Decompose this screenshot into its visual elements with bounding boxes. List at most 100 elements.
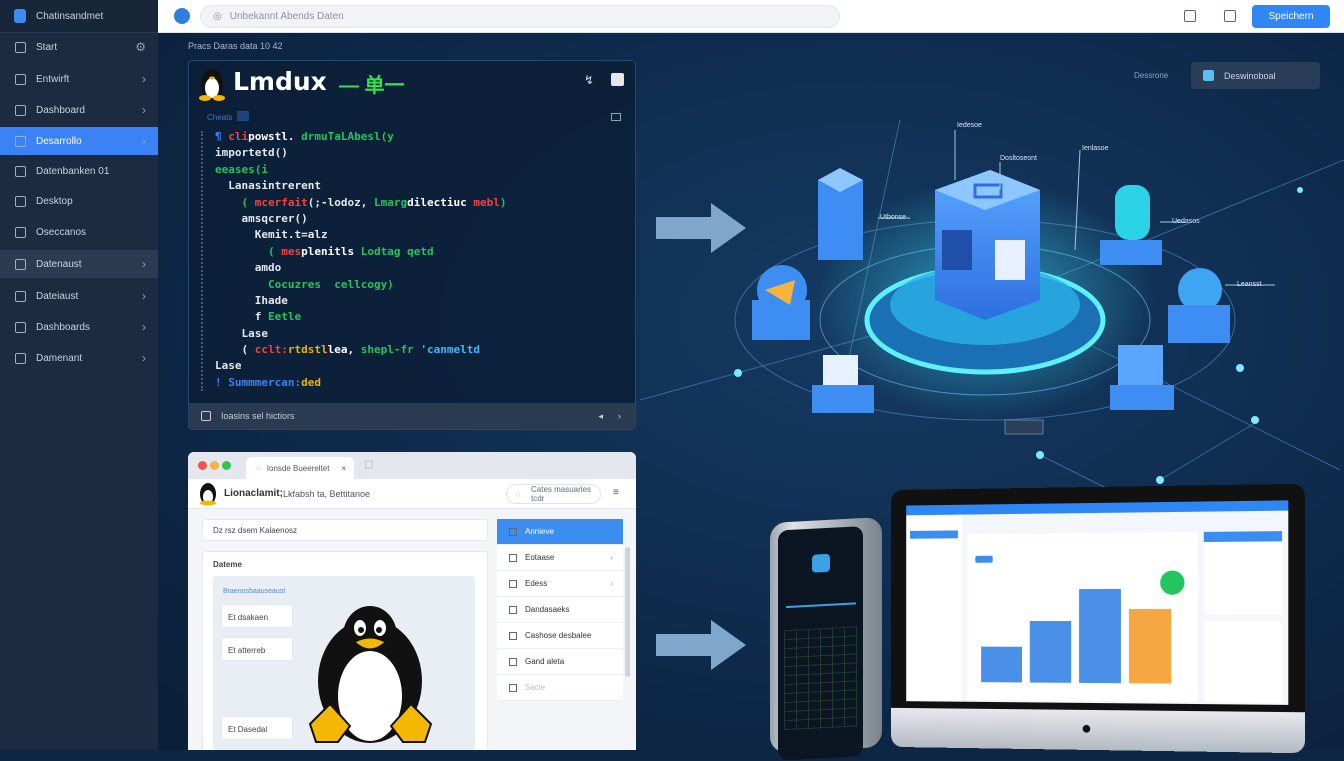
- menu-item[interactable]: Eotaase›: [497, 545, 623, 571]
- preview-area: Braenosbaauseaust Et dsakaen Et atterreb…: [213, 576, 475, 750]
- code-token: ): [499, 195, 507, 209]
- next-icon[interactable]: ›: [618, 411, 621, 421]
- code-token: (: [215, 343, 255, 357]
- app-search-input[interactable]: ◌Cates masuaries tcdr: [506, 484, 601, 504]
- file-icon[interactable]: [611, 73, 624, 86]
- diagram-button[interactable]: Deswinoboal: [1191, 62, 1320, 89]
- code-line: Kemit.t=alz: [215, 227, 506, 243]
- chevron-right-icon: ›: [142, 134, 146, 148]
- tab-new[interactable]: [237, 111, 249, 121]
- code-line: ( mesplenitls Lodtag qetd: [215, 244, 506, 260]
- search-input[interactable]: ◎Unbekannt Abends Daten: [200, 5, 840, 28]
- menu-icon: [509, 553, 517, 562]
- app-window: ◌Ionsde Bueereltet× ▢ Lionaclamit; Lkfab…: [188, 452, 636, 750]
- sidebar-item-label: Desktop: [36, 195, 73, 207]
- menu-item[interactable]: Cashose desbalee: [497, 623, 623, 649]
- chevron-right-icon: ›: [142, 72, 146, 86]
- code-footer: Ioasins sel hictiors◂›: [189, 403, 635, 429]
- sidebar-item-label: Entwirft: [36, 73, 70, 85]
- primary-button[interactable]: Speichern: [1252, 5, 1330, 28]
- sidebar-item[interactable]: Dashboard›: [0, 96, 158, 124]
- code-token: (: [215, 244, 282, 258]
- diagram-label: Utbonse: [880, 214, 907, 221]
- code-token: Cocuzres cellcogy): [215, 277, 394, 291]
- code-line: ! Summmercan:ded: [215, 375, 506, 391]
- sidebar-item[interactable]: Desarrollo›: [0, 127, 158, 155]
- code-token: 'canmeltd: [420, 343, 480, 357]
- browser-tab[interactable]: ◌Ionsde Bueereltet×: [246, 457, 354, 479]
- diagram-label: Iedesoe: [957, 122, 982, 129]
- chevron-right-icon: ›: [610, 553, 613, 562]
- menu-icon: [509, 631, 517, 640]
- diagram-top-label: Dessrone: [1134, 71, 1169, 80]
- stack-icon[interactable]: [1224, 10, 1236, 22]
- sidebar-item[interactable]: Entwirft ›: [0, 65, 158, 93]
- menu-item[interactable]: Sacle: [497, 675, 623, 701]
- browser-logo-icon: [174, 8, 190, 24]
- phone-chart-grid: [784, 626, 858, 731]
- sidebar-item[interactable]: Damenant›: [0, 344, 158, 372]
- sidebar-item[interactable]: Start⚙: [0, 33, 158, 61]
- tab-icon: ◌: [256, 463, 261, 473]
- input-box[interactable]: Et atterreb: [221, 637, 293, 661]
- cloud-icon: [1203, 70, 1214, 81]
- close-tab-icon[interactable]: ×: [341, 463, 346, 473]
- code-token: Lmarg: [373, 195, 408, 209]
- menu-item[interactable]: Dandasaeks: [497, 597, 623, 623]
- close-window-button[interactable]: [198, 461, 207, 470]
- sidebar-item-label: Datenaust: [36, 258, 82, 270]
- code-token: amdo: [215, 261, 282, 275]
- tux-logo-icon: [199, 69, 225, 101]
- sidebar-item[interactable]: Datenbanken 01: [0, 157, 158, 185]
- minimize-window-button[interactable]: [210, 461, 219, 470]
- maximize-window-button[interactable]: [222, 461, 231, 470]
- image-icon: [15, 104, 26, 116]
- input-box[interactable]: Et dsakaen: [221, 604, 293, 628]
- monitor-list-card: [1203, 621, 1283, 703]
- code-line: amdo: [215, 260, 506, 276]
- phone-screen: [778, 526, 863, 761]
- monitor-screen: [906, 500, 1289, 705]
- monitor-titlebar: [906, 500, 1289, 516]
- tab-cheats[interactable]: Cheats: [207, 113, 233, 122]
- code-token: Lodtag: [360, 244, 408, 258]
- window-icon[interactable]: [611, 113, 621, 121]
- menu-item[interactable]: Gand aleta: [497, 649, 623, 675]
- diagram-label: Uedasos: [1172, 218, 1200, 225]
- globe-icon: ◎: [213, 11, 222, 22]
- code-token: importetd(): [215, 146, 288, 160]
- search-icon: ◌: [515, 489, 520, 499]
- prev-icon[interactable]: ◂: [598, 410, 603, 421]
- sidebar-item[interactable]: Datenaust›: [0, 250, 158, 278]
- link[interactable]: Braenosbaauseaust: [223, 588, 286, 595]
- calendar-icon[interactable]: [1184, 10, 1196, 22]
- sidebar-item[interactable]: Dashboards›: [0, 313, 158, 341]
- menu-item[interactable]: Edess›: [497, 571, 623, 597]
- chart-bar: [1029, 620, 1072, 683]
- input-box[interactable]: Et Dasedal: [221, 716, 293, 740]
- arrow-right-icon: [656, 620, 746, 670]
- monitor-icon: [15, 195, 26, 207]
- chevron-right-icon: ›: [142, 351, 146, 365]
- new-tab-icon[interactable]: ▢: [364, 459, 374, 470]
- code-icon: [15, 135, 26, 147]
- code-token: Lanasintrerent: [215, 179, 321, 193]
- sidebar-item[interactable]: Desktop: [0, 187, 158, 215]
- scrollbar[interactable]: [625, 547, 630, 677]
- sync-icon[interactable]: ↯: [584, 73, 595, 87]
- menu-icon: [509, 683, 517, 692]
- code-token: Lase: [215, 326, 268, 340]
- sidebar-item-label: Oseccanos: [36, 226, 87, 238]
- menu-icon[interactable]: ≡: [613, 487, 619, 498]
- monitor-side-card: [1203, 531, 1283, 615]
- chart-bar: [1128, 608, 1172, 684]
- text-field[interactable]: Dz rsz dsem Kalaenosz: [202, 519, 488, 541]
- code-token: dilectiuc: [407, 195, 474, 209]
- menu-icon: [509, 579, 517, 588]
- database-icon: [15, 165, 26, 177]
- arrow-right-icon: [656, 203, 746, 253]
- sidebar-item[interactable]: Oseccanos: [0, 218, 158, 246]
- menu-item[interactable]: Annieve: [497, 519, 623, 545]
- code-token: drmuTaLAbesl(y: [301, 130, 394, 143]
- sidebar-item[interactable]: Dateiaust›: [0, 282, 158, 310]
